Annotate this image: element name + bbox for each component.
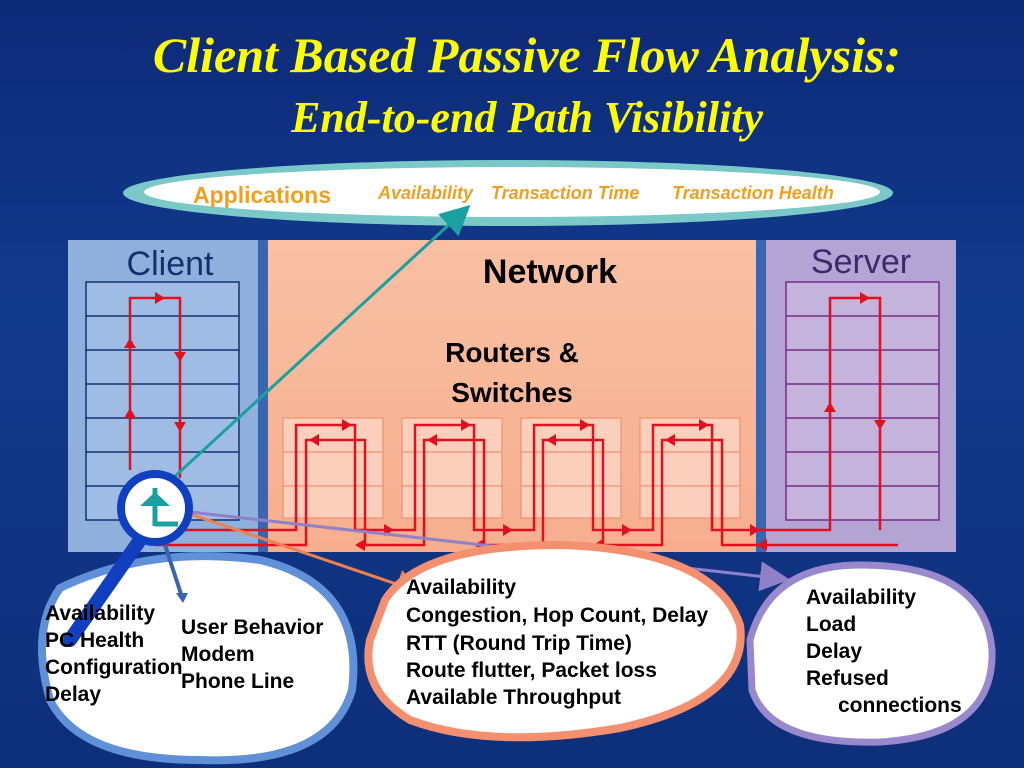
server-metric: connections (838, 694, 962, 717)
server-metrics-list: Availability Load Delay Refused connecti… (806, 586, 962, 717)
network-metric: RTT (Round Trip Time) (406, 632, 632, 655)
pointer-to-applications (158, 204, 471, 492)
network-callout-bubble (364, 540, 745, 742)
applications-banner: Applications Availability Transaction Ti… (123, 160, 893, 226)
applications-label: Applications (193, 182, 331, 208)
client-label: Client (127, 245, 214, 283)
slide-title-line2: End-to-end Path Visibility (290, 93, 763, 142)
network-devices-line2: Switches (451, 377, 572, 408)
server-label: Server (811, 243, 911, 281)
server-protocol-stack (785, 281, 940, 521)
network-tap-icon (140, 488, 178, 527)
user-metric: Phone Line (181, 670, 294, 693)
server-metric: Refused (806, 667, 889, 690)
network-devices-line1: Routers & (445, 337, 579, 368)
network-label: Network (483, 253, 617, 291)
banner-metric-availability: Availability (377, 183, 474, 203)
client-metric: Availability (45, 602, 155, 625)
network-metric: Route flutter, Packet loss (406, 659, 657, 682)
client-callout-bubble (38, 552, 358, 765)
banner-metric-transaction-time: Transaction Time (491, 183, 639, 203)
slide-title-line1: Client Based Passive Flow Analysis: (153, 27, 901, 83)
client-metric: Delay (45, 683, 101, 706)
server-metric: Load (806, 613, 856, 636)
server-metric: Availability (806, 586, 916, 609)
user-metric: User Behavior (181, 616, 323, 639)
router-switch-stacks (282, 417, 741, 519)
client-metric: Configuration (45, 656, 183, 679)
banner-metric-transaction-health: Transaction Health (672, 183, 834, 203)
network-metric: Congestion, Hop Count, Delay (406, 604, 708, 627)
server-callout-bubble (746, 561, 996, 746)
user-metric: Modem (181, 643, 255, 666)
client-metrics-list: Availability PC Health Configuration Del… (45, 602, 183, 706)
network-metric: Available Throughput (406, 686, 621, 709)
server-metric: Delay (806, 640, 862, 663)
pointer-to-network-callout (189, 512, 426, 599)
network-metric: Availability (406, 576, 516, 599)
client-metric: PC Health (45, 629, 144, 652)
user-metrics-list: User Behavior Modem Phone Line (181, 616, 323, 693)
network-metrics-list: Availability Congestion, Hop Count, Dela… (406, 576, 708, 709)
